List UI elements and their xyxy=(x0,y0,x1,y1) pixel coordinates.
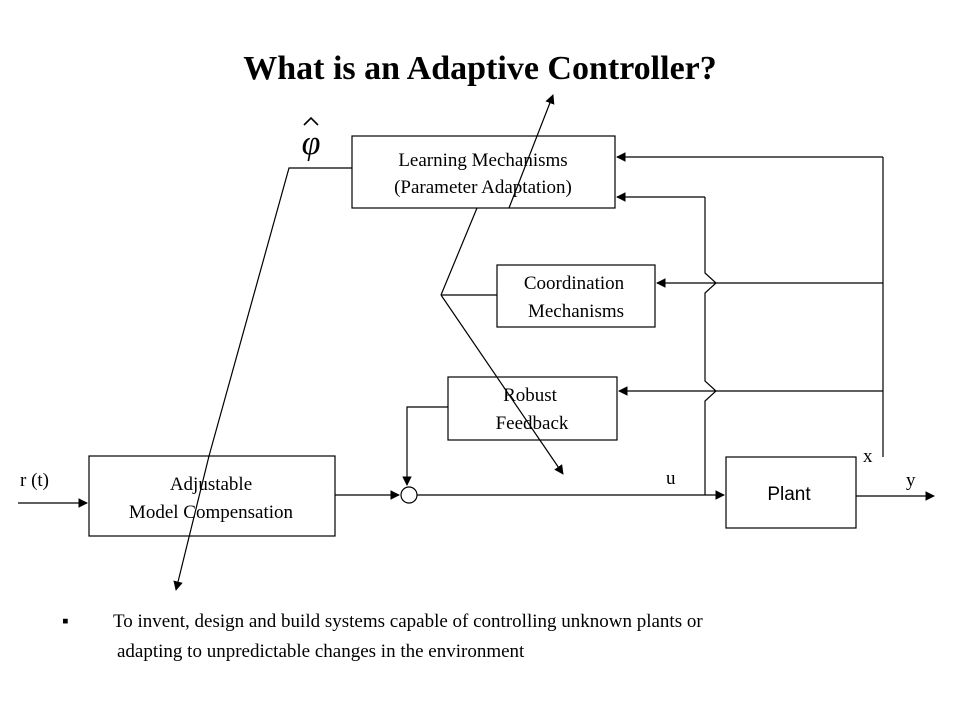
robust-label-line1: Robust xyxy=(503,385,558,406)
adjustable-label-line2: Model Compensation xyxy=(129,502,294,523)
output-label: y xyxy=(906,470,916,491)
adjustable-model-compensation-box: Adjustable Model Compensation xyxy=(88,455,336,537)
learning-mechanisms-box: Learning Mechanisms (Parameter Adaptatio… xyxy=(351,135,616,209)
page-title: What is an Adaptive Controller? xyxy=(243,50,717,87)
learning-to-coordination-line xyxy=(440,207,478,296)
coordination-mechanisms-box: Coordination Mechanisms xyxy=(496,264,656,328)
phi-symbol: φ xyxy=(302,125,321,162)
adjustable-label-line1: Adjustable xyxy=(170,474,252,495)
robust-label-line2: Feedback xyxy=(496,413,569,434)
hat-mark xyxy=(303,116,319,126)
robust-adaptation-arrow xyxy=(440,294,564,475)
plant-label: Plant xyxy=(767,484,811,505)
learning-label-line1: Learning Mechanisms xyxy=(398,150,567,171)
robust-to-sum-arrow xyxy=(402,406,448,486)
state-label: x xyxy=(863,446,873,467)
learning-label-line2: (Parameter Adaptation) xyxy=(394,177,572,198)
bullet-symbol: ▪ xyxy=(62,611,69,632)
bullet-text-line2: adapting to unpredictable changes in the… xyxy=(117,641,525,662)
coordination-label-line1: Coordination xyxy=(524,273,625,294)
control-feedback-bus xyxy=(704,197,717,495)
plant-box: Plant xyxy=(725,456,857,529)
control-label: u xyxy=(666,468,676,489)
compensation-adaptation-arrow xyxy=(173,455,210,591)
parameter-estimate-line xyxy=(208,167,352,457)
bullet-text-line1: To invent, design and build systems capa… xyxy=(113,611,703,632)
robust-feedback-box: Robust Feedback xyxy=(447,376,618,441)
phi-hat-label: φ xyxy=(302,116,321,162)
reference-label: r (t) xyxy=(20,470,49,491)
summing-junction xyxy=(400,486,418,504)
learning-adaptation-arrow xyxy=(508,94,555,209)
coordination-label-line2: Mechanisms xyxy=(528,301,624,322)
